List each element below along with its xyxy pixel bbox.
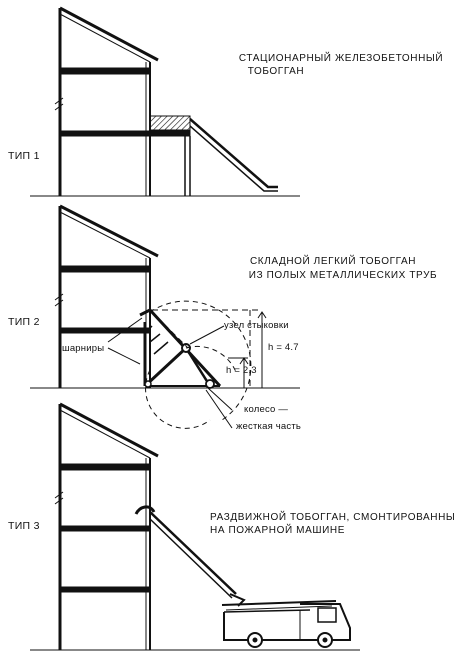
panel-3-building xyxy=(30,402,360,651)
callout-h-total: h = 4.7 xyxy=(268,342,299,353)
panel-2-building xyxy=(30,204,300,389)
callout-rigid: жесткая часть xyxy=(236,421,302,432)
panel-1-building xyxy=(30,6,300,197)
caption-line1: СТАЦИОНАРНЫЙ ЖЕЛЕЗОБЕТОННЫЙ xyxy=(238,53,444,64)
caption-line1: РАЗДВИЖНОЙ ТОБОГГАН, СМОНТИРОВАННЫЙ xyxy=(210,512,456,523)
type-label: ТИП 1 xyxy=(8,150,40,162)
callout-h-part: h = 2.3 xyxy=(226,365,257,376)
callout-hinges: шарниры xyxy=(62,343,105,354)
caption-line1: СКЛАДНОЙ ЛЕГКИЙ ТОБОГГАН xyxy=(249,256,417,267)
callout-wheel: колесо — xyxy=(244,404,289,415)
type-label: ТИП 2 xyxy=(8,316,40,328)
caption-line2: ИЗ ПОЛЫХ МЕТАЛЛИЧЕСКИХ ТРУБ xyxy=(248,270,438,281)
panel-2-folding-toboggan xyxy=(107,300,267,429)
callout-joint: узел стыковки xyxy=(224,320,289,331)
caption-line2: ТОБОГГАН xyxy=(247,66,305,77)
caption-line2: НА ПОЖАРНОЙ МАШИНЕ xyxy=(210,525,345,536)
fire-truck xyxy=(221,600,351,648)
type-label: ТИП 3 xyxy=(8,520,40,532)
